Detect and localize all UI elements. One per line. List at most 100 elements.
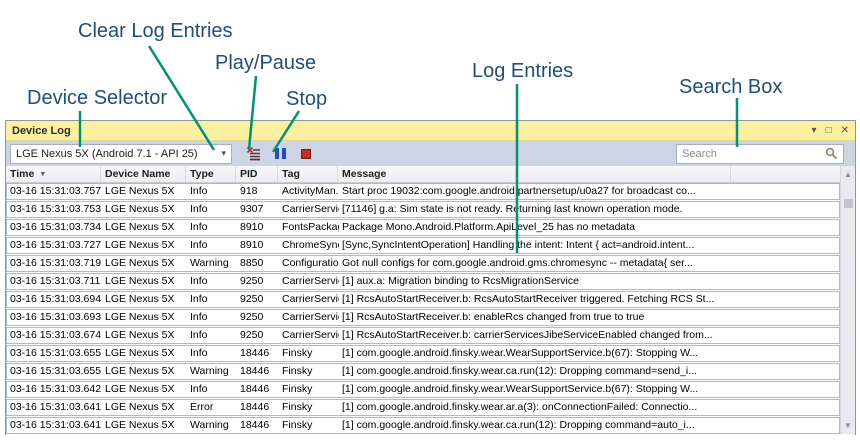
cell-time: 03-16 15:31:03.753 xyxy=(10,203,102,215)
cell-message: [Sync,SyncIntentOperation] Handling the … xyxy=(342,239,695,251)
cell-device: LGE Nexus 5X xyxy=(105,293,175,305)
cell-device: LGE Nexus 5X xyxy=(105,419,175,431)
cell-type: Info xyxy=(190,329,208,341)
annotation-log-entries: Log Entries xyxy=(472,60,574,82)
toolbar: LGE Nexus 5X (Android 7.1 - API 25) ▾ xyxy=(6,141,855,166)
cell-message: [1] com.google.android.finsky.wear.ca.ru… xyxy=(342,419,695,431)
cell-time: 03-16 15:31:03.655 xyxy=(10,365,102,377)
cell-tag: FontsPackag... xyxy=(282,221,339,233)
cell-time: 03-16 15:31:03.642 xyxy=(10,383,102,395)
combo-arrow-icon: ▾ xyxy=(221,148,226,158)
cell-type: Info xyxy=(190,311,208,323)
window-title: Device Log xyxy=(12,124,71,137)
column-header-message[interactable]: Message xyxy=(338,166,731,182)
clear-log-icon xyxy=(246,146,260,160)
column-header-tag[interactable]: Tag xyxy=(278,166,338,182)
search-box[interactable] xyxy=(676,143,844,164)
cell-pid: 918 xyxy=(240,185,258,197)
cell-pid: 18446 xyxy=(240,383,270,395)
device-log-window: Device Log ▾ □ ✕ LGE Nexus 5X (Android 7… xyxy=(5,120,856,436)
annotation-clear-log-entries: Clear Log Entries xyxy=(78,20,233,42)
cell-type: Warning xyxy=(190,365,229,377)
window-close-icon[interactable]: ✕ xyxy=(840,124,849,136)
cell-time: 03-16 15:31:03.727 xyxy=(10,239,102,251)
cell-device: LGE Nexus 5X xyxy=(105,221,175,233)
scroll-up-icon[interactable]: ▲ xyxy=(844,170,852,179)
cell-pid: 9250 xyxy=(240,329,264,341)
cell-message: Package Mono.Android.Platform.ApiLevel_2… xyxy=(342,221,636,233)
column-header-time[interactable]: Time▼ xyxy=(6,166,101,182)
column-header-pid[interactable]: PID xyxy=(236,166,278,182)
cell-message: Got null configs for com.google.android.… xyxy=(342,257,693,269)
pause-icon xyxy=(274,148,286,159)
cell-tag: Finsky xyxy=(282,365,313,377)
cell-tag: CarrierServices xyxy=(282,293,339,305)
column-header-type[interactable]: Type xyxy=(186,166,236,182)
cell-tag: CarrierServices xyxy=(282,311,339,323)
cell-device: LGE Nexus 5X xyxy=(105,347,175,359)
cell-type: Info xyxy=(190,203,208,215)
scrollbar-thumb[interactable] xyxy=(844,199,853,208)
scroll-down-icon[interactable]: ▼ xyxy=(844,421,852,430)
cell-time: 03-16 15:31:03.641 xyxy=(10,401,102,413)
cell-message: [1] com.google.android.finsky.wear.WearS… xyxy=(342,383,699,395)
cell-tag: CarrierServices xyxy=(282,329,339,341)
clear-log-entries-button[interactable] xyxy=(243,143,265,165)
device-selector-dropdown[interactable]: LGE Nexus 5X (Android 7.1 - API 25) ▾ xyxy=(10,143,232,164)
window-controls: ▾ □ ✕ xyxy=(811,124,849,136)
cell-type: Info xyxy=(190,221,208,233)
column-header-device-name[interactable]: Device Name xyxy=(101,166,186,182)
cell-tag: Configuratio... xyxy=(282,257,339,269)
cell-message: [1] RcsAutoStartReceiver.b: enableRcs ch… xyxy=(342,311,645,323)
cell-tag: Finsky xyxy=(282,401,313,413)
cell-message: [1] com.google.android.finsky.wear.ca.ru… xyxy=(342,365,697,377)
cell-tag: ActivityMan... xyxy=(282,185,339,197)
search-input[interactable] xyxy=(682,147,825,160)
cell-tag: ChromeSync xyxy=(282,239,339,251)
window-float-icon[interactable]: □ xyxy=(825,124,832,136)
cell-tag: Finsky xyxy=(282,347,313,359)
stop-icon xyxy=(301,148,311,159)
cell-device: LGE Nexus 5X xyxy=(105,275,175,287)
cell-pid: 8910 xyxy=(240,239,264,251)
stop-button[interactable] xyxy=(295,143,317,165)
cell-message: [1] aux.a: Migration binding to RcsMigra… xyxy=(342,275,579,287)
cell-device: LGE Nexus 5X xyxy=(105,239,175,251)
search-icon[interactable] xyxy=(825,147,838,160)
cell-time: 03-16 15:31:03.674 xyxy=(10,329,102,341)
grid-header: Time▼ Device Name Type PID Tag Message xyxy=(6,166,840,183)
cell-type: Info xyxy=(190,239,208,251)
cell-tag: Finsky xyxy=(282,383,313,395)
cell-type: Info xyxy=(190,275,208,287)
device-selector-value: LGE Nexus 5X (Android 7.1 - API 25) xyxy=(16,147,198,160)
vertical-scrollbar[interactable]: ▲ ▼ xyxy=(840,166,855,434)
cell-time: 03-16 15:31:03.711 xyxy=(10,275,101,287)
play-pause-button[interactable] xyxy=(269,143,291,165)
cell-tag: Finsky xyxy=(282,419,313,431)
cell-device: LGE Nexus 5X xyxy=(105,365,175,377)
cell-device: LGE Nexus 5X xyxy=(105,329,175,341)
cell-device: LGE Nexus 5X xyxy=(105,203,175,215)
cell-pid: 8910 xyxy=(240,221,264,233)
cell-pid: 9250 xyxy=(240,275,264,287)
cell-device: LGE Nexus 5X xyxy=(105,383,175,395)
window-titlebar[interactable]: Device Log ▾ □ ✕ xyxy=(6,121,855,141)
window-menu-icon[interactable]: ▾ xyxy=(811,124,817,136)
cell-type: Error xyxy=(190,401,214,413)
